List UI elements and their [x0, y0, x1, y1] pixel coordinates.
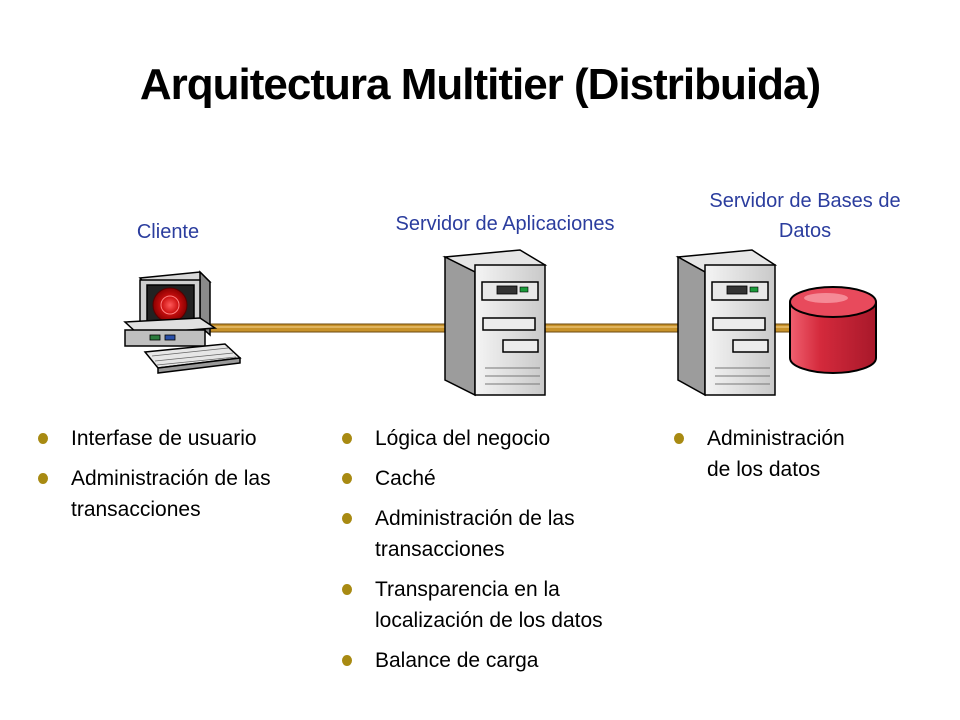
client-label: Cliente — [136, 221, 200, 243]
list-item: Transparencia en la localización de los … — [338, 574, 628, 636]
bullet-icon — [342, 655, 352, 666]
application-server-icon — [442, 249, 548, 397]
slide-title: Arquitectura Multitier (Distribuida) — [139, 60, 821, 109]
app-server-features: Lógica del negocio Caché Administración … — [338, 423, 628, 685]
bullet-icon — [342, 433, 352, 444]
list-item: Interfase de usuario — [34, 423, 314, 454]
bullet-icon — [38, 473, 48, 484]
db-server-features: Administración de los datos — [670, 423, 870, 494]
database-server-icon — [675, 249, 778, 397]
list-item: Administración de los datos — [670, 423, 870, 485]
list-item: Lógica del negocio — [338, 423, 628, 454]
db-server-label: Servidor de Bases de Datos — [709, 190, 901, 242]
app-server-label: Servidor de Aplicaciones — [395, 213, 615, 235]
client-computer-icon — [123, 270, 242, 374]
bullet-icon — [674, 433, 684, 444]
bullet-icon — [342, 584, 352, 595]
bullet-icon — [342, 513, 352, 524]
client-features: Interfase de usuario Administración de l… — [34, 423, 314, 534]
list-item: Balance de carga — [338, 645, 628, 676]
list-item: Administración de las transacciones — [338, 503, 628, 565]
database-icon — [789, 286, 877, 374]
list-item: Administración de las transacciones — [34, 463, 314, 525]
list-item: Caché — [338, 463, 628, 494]
bullet-icon — [342, 473, 352, 484]
bullet-icon — [38, 433, 48, 444]
